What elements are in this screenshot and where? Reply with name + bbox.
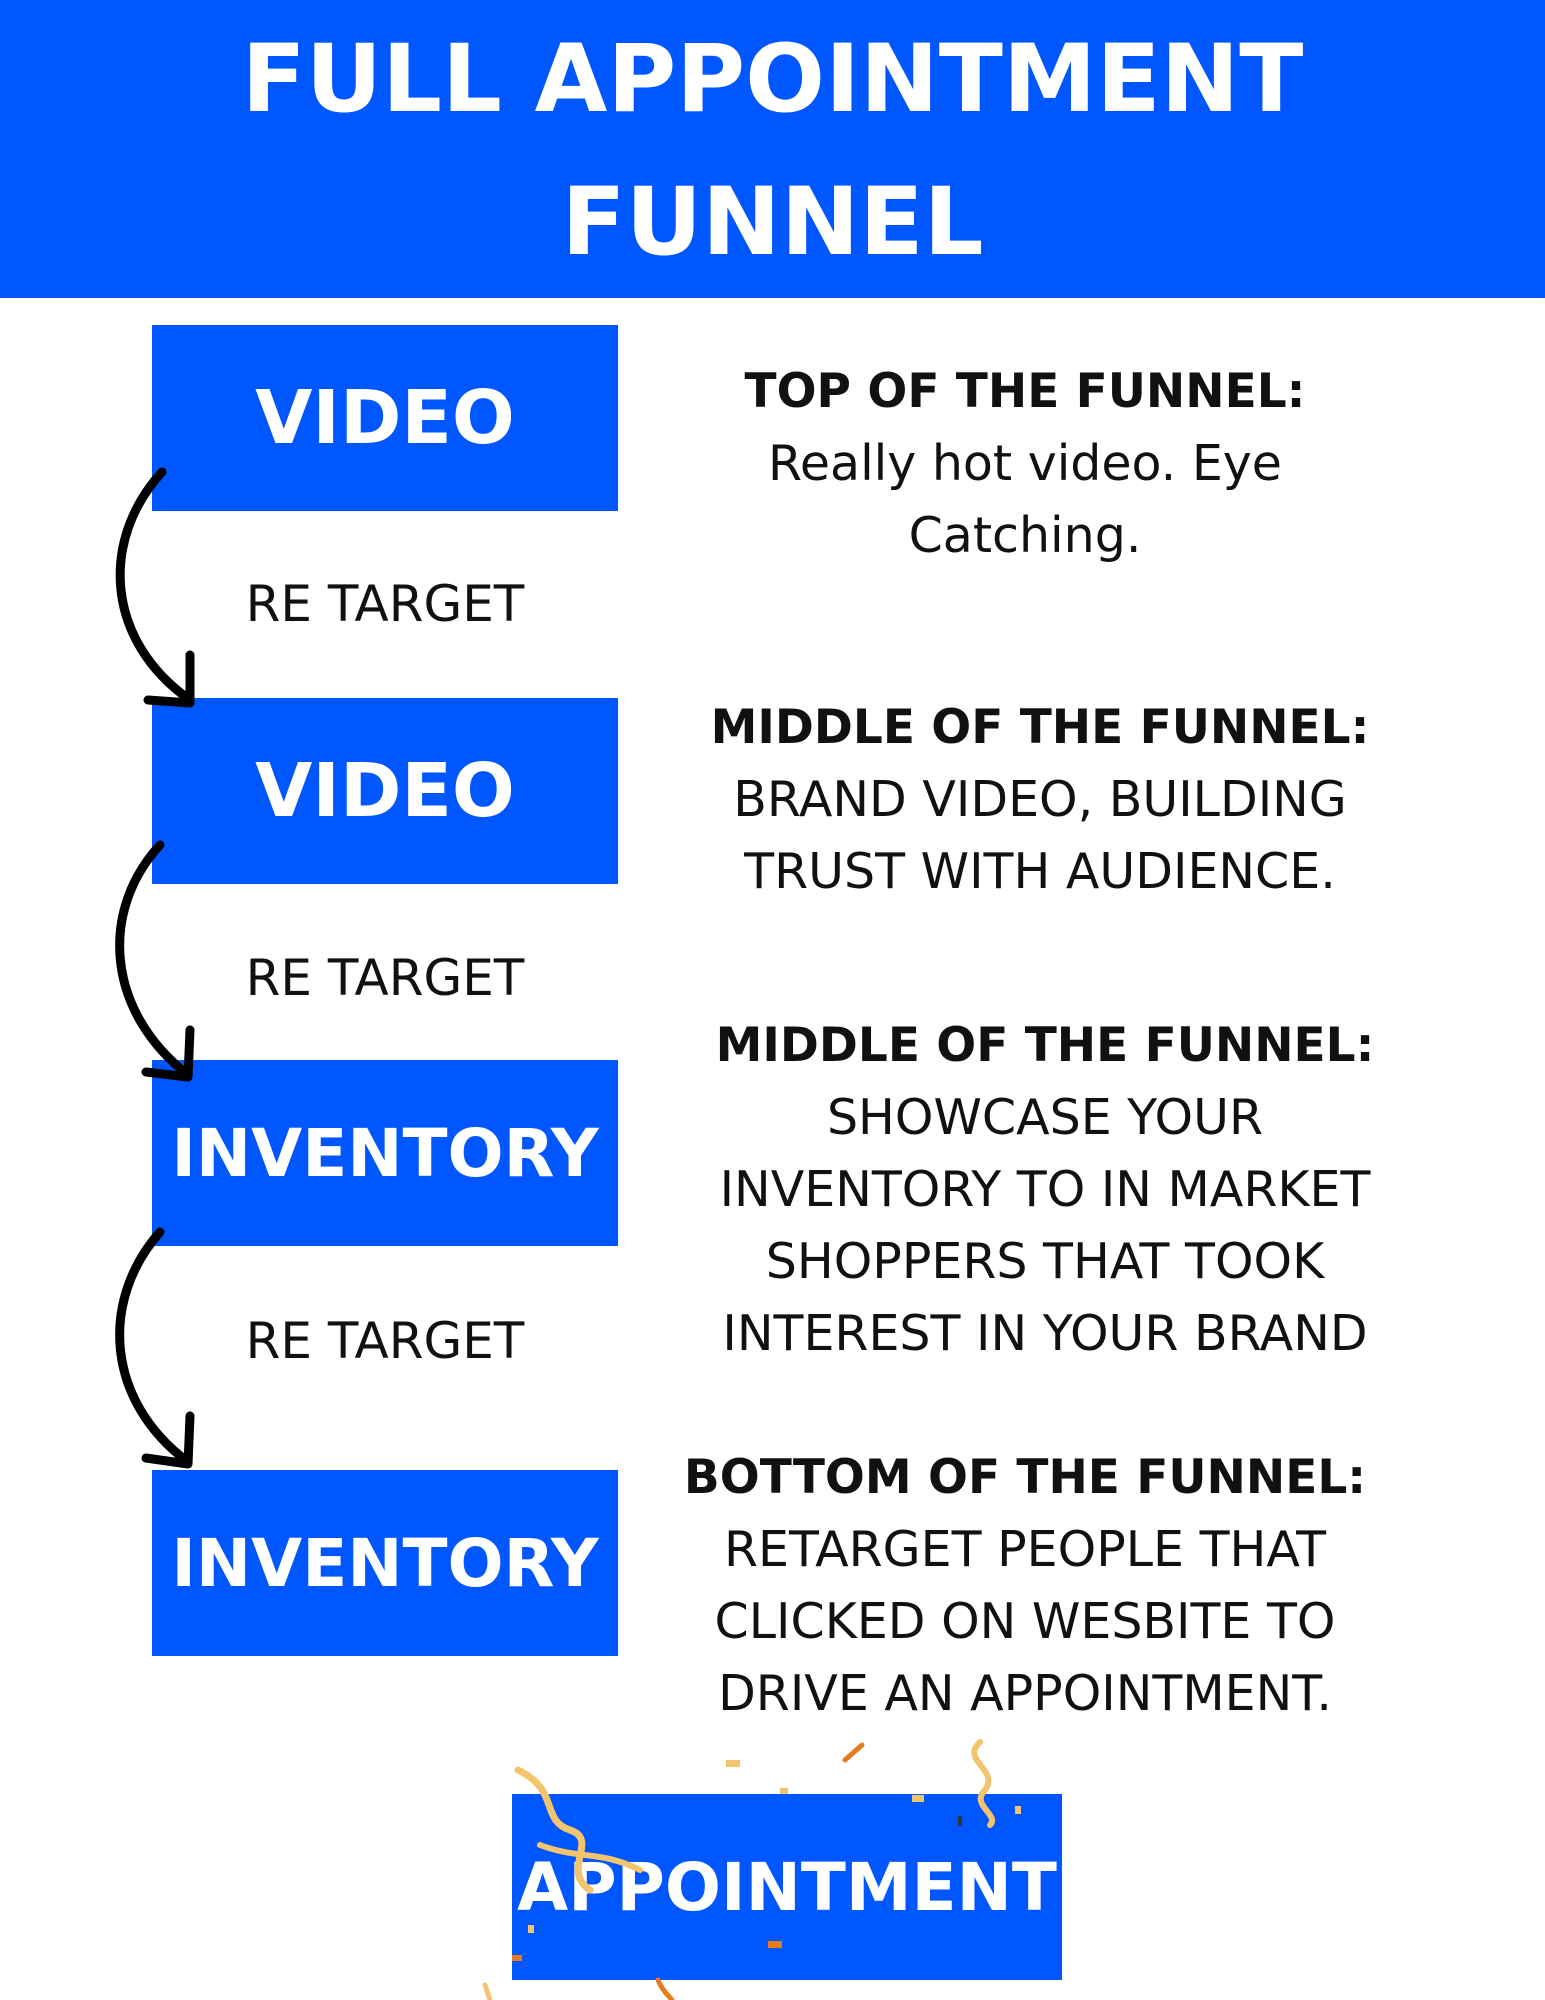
description-top-of-funnel: TOP OF THE FUNNEL: Really hot video. Eye… <box>690 356 1360 572</box>
description-line: Really hot video. Eye <box>768 435 1282 492</box>
description-middle-of-funnel-1: MIDDLE OF THE FUNNEL: BRAND VIDEO, BUILD… <box>690 692 1390 908</box>
confetti-streamer <box>655 1977 675 2000</box>
confetti-streamer <box>842 1742 865 1763</box>
funnel-step-2-box: VIDEO <box>152 698 618 884</box>
funnel-step-1-box: VIDEO <box>152 325 618 511</box>
retarget-label-2: RE TARGET <box>245 949 525 1007</box>
funnel-step-3-box: INVENTORY <box>152 1060 618 1246</box>
description-bottom-of-funnel: BOTTOM OF THE FUNNEL: RETARGET PEOPLE TH… <box>670 1442 1380 1730</box>
page-title-line-1: FULL APPOINTMENT <box>241 25 1304 134</box>
description-heading: BOTTOM OF THE FUNNEL: <box>683 1450 1367 1505</box>
page-title-line-2: FUNNEL <box>561 168 984 277</box>
description-line: SHOPPERS THAT TOOK <box>765 1233 1325 1290</box>
retarget-label-3: RE TARGET <box>245 1312 525 1370</box>
description-line: TRUST WITH AUDIENCE. <box>744 843 1336 900</box>
description-line: INTEREST IN YOUR BRAND <box>722 1305 1368 1362</box>
description-line: INVENTORY TO IN MARKET <box>719 1161 1371 1218</box>
description-middle-of-funnel-2: MIDDLE OF THE FUNNEL: SHOWCASE YOUR INVE… <box>690 1010 1400 1370</box>
retarget-label-1: RE TARGET <box>245 575 525 633</box>
appointment-box: APPOINTMENT <box>512 1794 1062 1980</box>
description-line: CLICKED ON WESBITE TO <box>714 1593 1336 1650</box>
description-line: RETARGET PEOPLE THAT <box>723 1521 1327 1578</box>
description-line: SHOWCASE YOUR <box>826 1089 1264 1146</box>
title-banner: FULL APPOINTMENT FUNNEL <box>0 0 1545 298</box>
description-line: Catching. <box>908 507 1142 564</box>
arrowhead-3 <box>141 1411 195 1469</box>
confetti-streamer <box>482 1982 493 2000</box>
description-heading: MIDDLE OF THE FUNNEL: <box>715 1018 1375 1073</box>
funnel-step-4-box: INVENTORY <box>152 1470 618 1656</box>
description-line: DRIVE AN APPOINTMENT. <box>718 1665 1332 1722</box>
description-heading: MIDDLE OF THE FUNNEL: <box>710 700 1370 755</box>
confetti-piece <box>726 1760 740 1767</box>
description-line: BRAND VIDEO, BUILDING <box>733 771 1347 828</box>
arrowhead-1 <box>143 650 195 708</box>
description-heading: TOP OF THE FUNNEL: <box>744 364 1306 419</box>
